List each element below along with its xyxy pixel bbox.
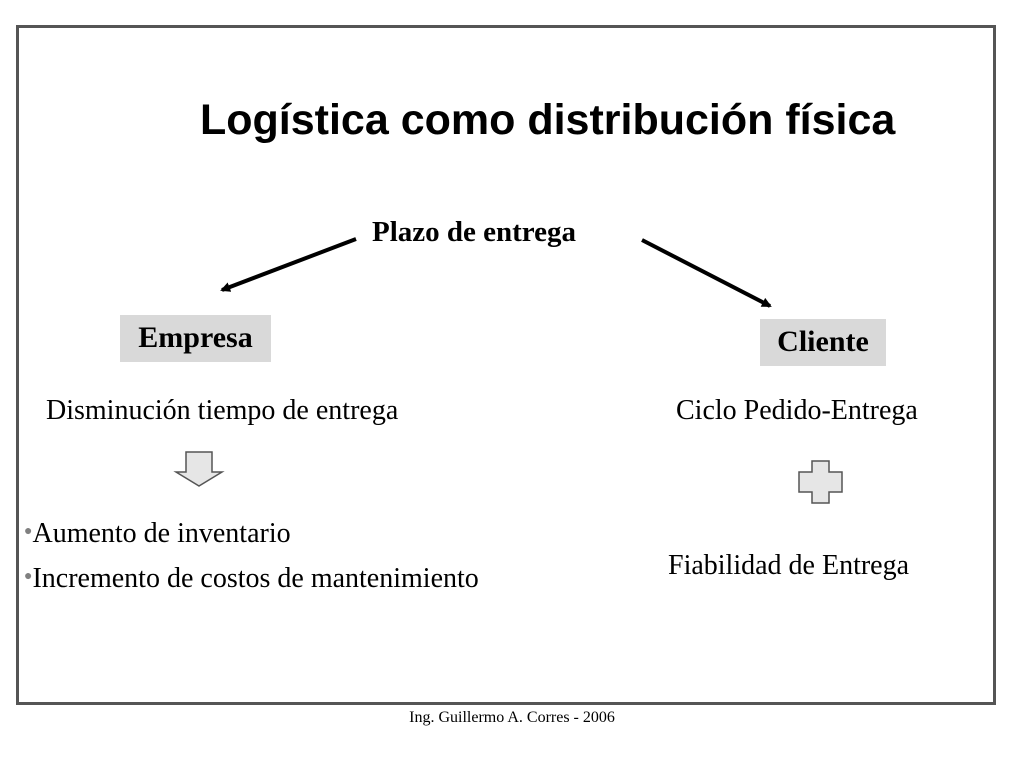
- bullet-icon: ●: [24, 524, 33, 540]
- list-item: ●Incremento de costos de mantenimiento: [24, 557, 479, 602]
- list-item-text: Incremento de costos de mantenimiento: [32, 563, 479, 595]
- footer-credit: Ing. Guillermo A. Corres - 2006: [409, 709, 615, 726]
- cliente-box: Cliente: [760, 319, 886, 366]
- empresa-description: Disminución tiempo de entrega: [46, 395, 399, 426]
- empresa-consequences-list: ●Aumento de inventario ●Incremento de co…: [24, 512, 479, 602]
- center-label: Plazo de entrega: [372, 216, 577, 248]
- slide-title: Logística como distribución física: [200, 96, 896, 144]
- cliente-result: Fiabilidad de Entrega: [668, 550, 910, 581]
- empresa-box: Empresa: [120, 315, 271, 362]
- list-item: ●Aumento de inventario: [24, 512, 479, 557]
- bullet-icon: ●: [24, 569, 33, 585]
- cliente-description: Ciclo Pedido-Entrega: [676, 395, 918, 426]
- list-item-text: Aumento de inventario: [32, 518, 291, 549]
- slide-frame: [16, 25, 996, 705]
